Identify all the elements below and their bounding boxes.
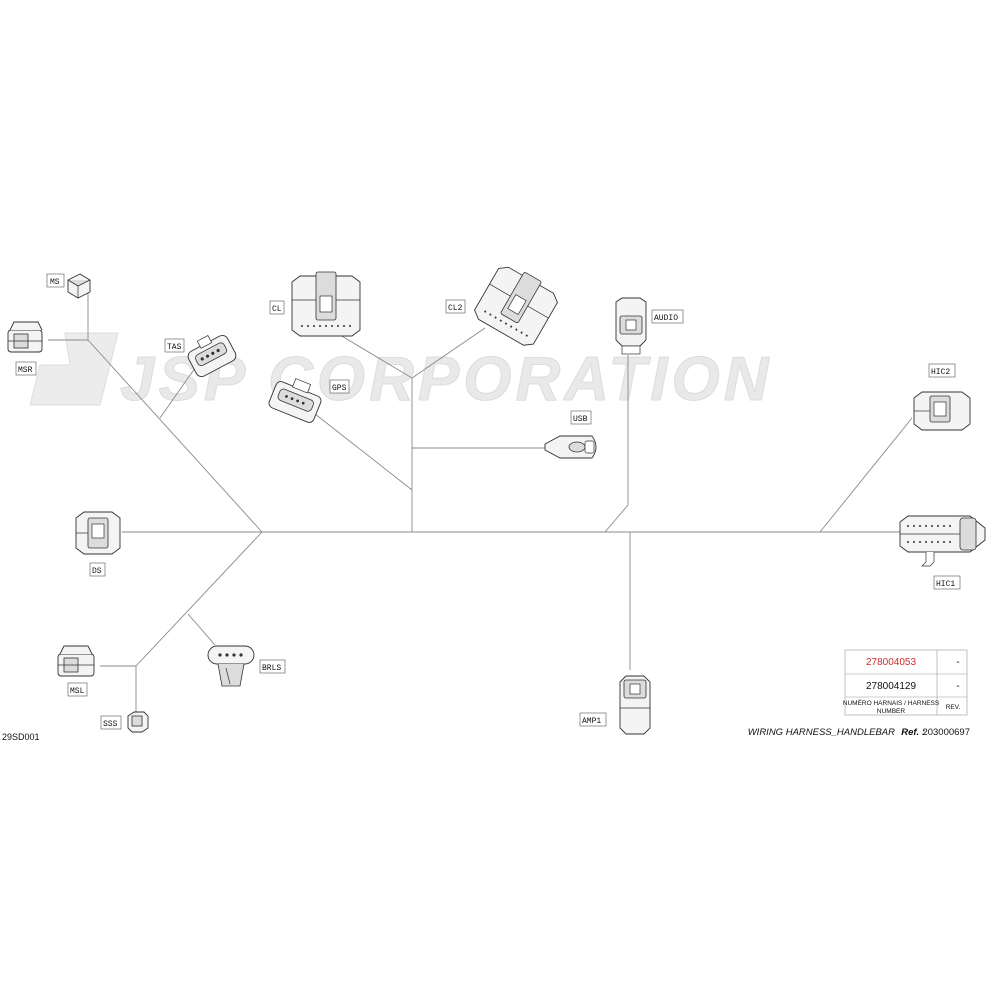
connector-audio-label: AUDIO: [654, 314, 678, 323]
connector-tas: TAS: [164, 334, 237, 378]
connector-ds-label: DS: [92, 567, 102, 576]
connector-hic1-label: HIC1: [936, 580, 955, 589]
connector-ms-body: [67, 273, 91, 299]
table-header-number-line1: NUMÉRO HARNAIS / HARNESS: [843, 698, 940, 707]
connector-gps-body: [268, 378, 322, 423]
watermark: JSP CORPORATION: [29, 332, 769, 415]
connector-audio-body: [615, 297, 647, 355]
table-header-rev: REV.: [946, 704, 961, 711]
connector-msr: MSR: [7, 321, 43, 376]
table-header-number-line2: NUMBER: [877, 708, 905, 715]
connector-gps: GPS: [268, 378, 350, 423]
connector-msl-body: [57, 645, 95, 677]
connector-ms: MS: [46, 273, 91, 299]
connector-cl-body: [291, 271, 361, 337]
connector-amp1-label: AMP1: [582, 717, 601, 726]
title-block-ref-value: 203000697: [922, 727, 970, 738]
connector-usb-body: [544, 435, 597, 459]
harness-wires: [48, 282, 913, 712]
connector-ds-body: [75, 511, 121, 555]
connector-cl2: CL2: [445, 266, 558, 346]
connector-sss-label: SSS: [103, 720, 118, 729]
connector-amp1: AMP1: [579, 675, 651, 735]
connector-amp1-body: [619, 675, 651, 735]
table-row2-number: 278004129: [866, 681, 916, 692]
connector-usb: USB: [544, 410, 597, 459]
connector-sss-body: [127, 711, 149, 733]
connector-cl-label: CL: [272, 305, 282, 314]
connector-cl2-label: CL2: [448, 304, 463, 313]
connector-ds: DS: [75, 511, 121, 577]
connector-msr-body: [7, 321, 43, 353]
connector-msl: MSL: [57, 645, 95, 697]
connector-tas-body: [187, 334, 237, 378]
harness-number-table: 278004053 - 278004129 - NUMÉRO HARNAIS /…: [843, 649, 968, 716]
connector-hic2-body: [913, 391, 971, 431]
title-block-ref-label: Ref. :: [901, 727, 925, 738]
connector-cl: CL: [269, 271, 361, 337]
connector-audio: AUDIO: [615, 297, 684, 355]
connector-brls-label: BRLS: [262, 664, 281, 673]
watermark-logo-mark: [29, 332, 119, 406]
drawing-code: 29SD001: [2, 732, 40, 742]
connector-gps-label: GPS: [332, 384, 347, 393]
connector-hic1: HIC1: [899, 515, 986, 590]
connector-hic2: HIC2: [913, 363, 971, 431]
connector-tas-label: TAS: [167, 343, 182, 352]
connector-ms-label: MS: [50, 278, 60, 287]
connector-hic1-body: [899, 515, 986, 567]
connector-brls: BRLS: [207, 645, 286, 687]
table-row2-rev: -: [956, 681, 959, 692]
title-block-name: WIRING HARNESS_HANDLEBAR: [748, 727, 895, 738]
connector-msl-label: MSL: [70, 687, 85, 696]
table-row1-rev: -: [956, 657, 959, 668]
connector-hic2-label: HIC2: [931, 368, 950, 377]
connector-brls-body: [207, 645, 255, 687]
connector-sss: SSS: [100, 711, 149, 733]
connector-usb-label: USB: [573, 415, 588, 424]
connector-msr-label: MSR: [18, 366, 33, 375]
table-row1-number: 278004053: [866, 657, 916, 668]
connector-cl2-body: [474, 266, 558, 346]
title-block: WIRING HARNESS_HANDLEBAR Ref. : 20300069…: [748, 727, 970, 738]
